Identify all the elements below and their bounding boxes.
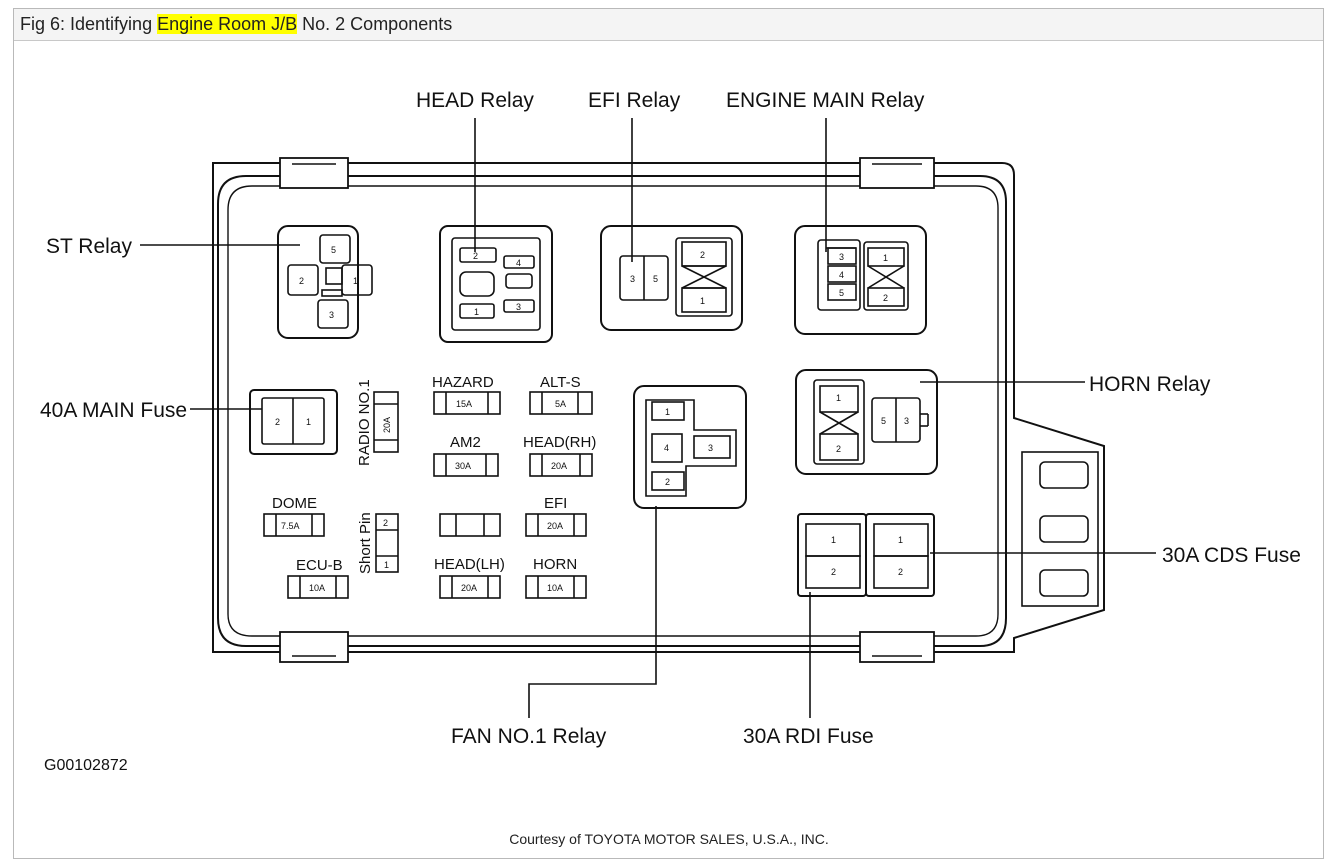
fuse-head-lh-value: 20A (461, 583, 477, 593)
rdi-pin-2: 2 (831, 567, 836, 577)
fan-pin-1: 1 (665, 407, 670, 417)
engine-main-pin-3: 3 (839, 252, 844, 262)
fuse-head-rh-value: 20A (551, 461, 567, 471)
rdi-fuse: 1 2 (797, 513, 867, 597)
cds-pin-1: 1 (898, 535, 903, 545)
fuse-dome: 7.5A DOME (263, 495, 325, 537)
caption-suffix: No. 2 Components (297, 14, 453, 34)
fuse-head-lh: 20A HEAD(LH) (434, 556, 505, 599)
figure-code: G00102872 (44, 757, 128, 774)
engine-main-pin-1: 1 (883, 253, 888, 263)
fuse-alts-label: ALT-S (540, 374, 581, 391)
fuse-efi: 20A EFI (525, 495, 587, 537)
fuse-ecub: 10A ECU-B (287, 557, 349, 599)
caption-highlight: Engine Room J/B (157, 14, 298, 34)
fan-pin-3: 3 (708, 443, 713, 453)
main-fuse-40a: 2 1 (249, 389, 338, 455)
horn-pin-5: 5 (881, 416, 886, 426)
fuse-hazard-label: HAZARD (432, 374, 494, 391)
st-relay: 5 2 1 3 (277, 225, 373, 339)
label-efi-relay: EFI Relay (588, 89, 681, 112)
horn-pin-3: 3 (904, 416, 909, 426)
short-pin-2: 2 (383, 518, 388, 528)
jb-housing (212, 157, 1105, 663)
fuse-am2-label: AM2 (450, 434, 481, 451)
caption-prefix: Fig 6: Identifying (20, 14, 158, 34)
st-pin-2: 2 (299, 276, 304, 286)
efi-relay: 3 5 2 1 (600, 225, 743, 331)
label-horn-relay: HORN Relay (1089, 373, 1211, 396)
fuse-alts-value: 5A (555, 399, 566, 409)
main-fuse-pin-2: 2 (275, 417, 280, 427)
fuse-head-rh-label: HEAD(RH) (523, 434, 596, 451)
fuse-head-lh-label: HEAD(LH) (434, 556, 505, 573)
short-pin: 2 1 Short Pin (357, 512, 399, 574)
st-pin-1: 1 (353, 276, 358, 286)
label-engine-main-relay: ENGINE MAIN Relay (726, 89, 925, 112)
fan-relay: 1 4 3 2 (633, 385, 747, 509)
radio-fuse-label: RADIO NO.1 (356, 379, 373, 466)
fuse-ecub-value: 10A (309, 583, 325, 593)
fuse-hazard-value: 15A (456, 399, 472, 409)
label-st-relay: ST Relay (46, 235, 132, 258)
short-pin-1: 1 (384, 560, 389, 570)
fan-pin-4: 4 (664, 443, 669, 453)
rdi-pin-1: 1 (831, 535, 836, 545)
efi-pin-3: 3 (630, 274, 635, 284)
fuse-dome-value: 7.5A (281, 521, 300, 531)
leader-lines (140, 118, 1156, 718)
fuse-am2-value: 30A (455, 461, 471, 471)
fuse-spare (439, 513, 501, 537)
fuse-ecub-label: ECU-B (296, 557, 343, 574)
engine-main-pin-4: 4 (839, 270, 844, 280)
engine-main-pin-5: 5 (839, 288, 844, 298)
fuse-dome-label: DOME (272, 495, 317, 512)
horn-pin-1: 1 (836, 393, 841, 403)
label-fan-relay: FAN NO.1 Relay (451, 725, 607, 748)
short-pin-label: Short Pin (357, 512, 374, 574)
fuse-hazard: 15A HAZARD (432, 374, 501, 415)
radio-fuse-value: 20A (382, 417, 392, 433)
fan-pin-2: 2 (665, 477, 670, 487)
engine-main-pin-2: 2 (883, 293, 888, 303)
engine-main-relay: 3 4 5 1 2 (794, 225, 927, 335)
courtesy-line: Courtesy of TOYOTA MOTOR SALES, U.S.A., … (509, 831, 829, 847)
head-relay: 2 4 1 3 (439, 225, 553, 343)
cds-pin-2: 2 (898, 567, 903, 577)
efi-pin-2: 2 (700, 250, 705, 260)
label-head-relay: HEAD Relay (416, 89, 534, 112)
head-pin-1: 1 (474, 307, 479, 317)
label-main-fuse: 40A MAIN Fuse (40, 399, 187, 422)
label-rdi-fuse: 30A RDI Fuse (743, 725, 874, 748)
main-fuse-pin-1: 1 (306, 417, 311, 427)
efi-pin-1: 1 (700, 296, 705, 306)
head-pin-4: 4 (516, 258, 521, 268)
fuse-horn-label: HORN (533, 556, 577, 573)
cds-fuse: 1 2 (865, 513, 935, 597)
fuse-horn-value: 10A (547, 583, 563, 593)
fuse-horn: 10A HORN (525, 556, 587, 599)
st-pin-3: 3 (329, 310, 334, 320)
horn-relay: 1 2 5 3 (795, 369, 938, 475)
fuse-head-rh: 20A HEAD(RH) (523, 434, 596, 477)
st-pin-5: 5 (331, 245, 336, 255)
head-pin-2: 2 (473, 251, 478, 261)
fuse-am2: 30A AM2 (433, 434, 499, 477)
horn-pin-2: 2 (836, 444, 841, 454)
fuse-efi-label: EFI (544, 495, 567, 512)
fuse-efi-value: 20A (547, 521, 563, 531)
head-pin-3: 3 (516, 302, 521, 312)
radio-fuse: 20A RADIO NO.1 (356, 379, 399, 466)
figure-caption: Fig 6: Identifying Engine Room J/B No. 2… (20, 14, 452, 35)
fuse-alts: 5A ALT-S (529, 374, 593, 415)
label-cds-fuse: 30A CDS Fuse (1162, 544, 1301, 567)
efi-pin-5: 5 (653, 274, 658, 284)
